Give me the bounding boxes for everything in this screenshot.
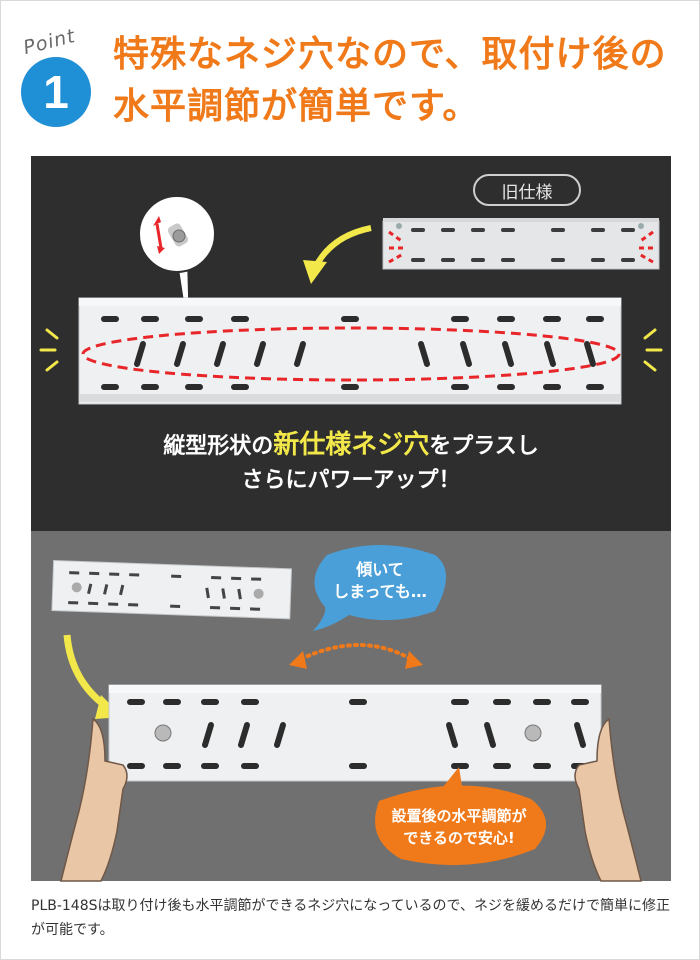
- adjust-bubble-line-1: 設置後の水平調節が: [391, 807, 527, 825]
- tilted-speech-bubble: 傾いて しまっても…: [315, 551, 445, 625]
- blue-bubble-shape: [313, 545, 446, 631]
- held-bracket: [108, 684, 602, 782]
- right-hand-icon: [574, 717, 642, 882]
- headline-line-1: 特殊なネジ穴なので、取付け後の: [113, 34, 667, 75]
- new-spec-illustration: [39, 195, 663, 405]
- caption-highlight: 新仕様ネジ穴: [273, 430, 430, 460]
- adjust-bubble-line-2: できるので安心!: [403, 829, 515, 847]
- new-spec-panel: 旧仕様: [31, 156, 671, 531]
- new-spec-bracket: [78, 297, 622, 405]
- caption-before: 縦型形状の: [163, 434, 274, 459]
- orange-bubble-shape: [375, 785, 547, 866]
- description-text: PLB-148Sは取り付け後も水平調節ができるネジ穴になっているので、ネジを緩め…: [31, 898, 670, 938]
- old-spec-label: 旧仕様: [473, 174, 581, 206]
- point-badge: Point 1: [19, 25, 103, 131]
- new-spec-caption-line-1: 縦型形状の新仕様ネジ穴をプラスし: [31, 428, 671, 464]
- adjust-speech-bubble: 設置後の水平調節が できるので安心!: [369, 785, 549, 871]
- new-spec-caption: 縦型形状の新仕様ネジ穴をプラスし さらにパワーアップ！: [31, 428, 671, 498]
- tilted-bracket: [51, 560, 293, 620]
- point-word: Point: [21, 24, 78, 60]
- adjustment-panel: 傾いて しまっても… 設置後の水平調節が できるので安心!: [31, 531, 671, 882]
- rotation-arrow-icon: [299, 643, 413, 661]
- adjust-bubble-text: 設置後の水平調節が できるので安心!: [369, 805, 549, 849]
- point-number: 1: [21, 57, 91, 127]
- new-spec-caption-line-2: さらにパワーアップ！: [241, 468, 461, 493]
- headline: 特殊なネジ穴なので、取付け後の 水平調節が簡単です。: [113, 29, 693, 133]
- old-spec-bracket: [382, 218, 660, 270]
- headline-line-2: 水平調節が簡単です。: [113, 86, 480, 127]
- tilted-bubble-line-2: しまっても…: [333, 582, 427, 601]
- tilted-bubble-text: 傾いて しまっても…: [315, 559, 445, 603]
- caption-after: をプラスし: [429, 434, 539, 459]
- tilted-bubble-line-1: 傾いて: [356, 560, 404, 579]
- left-hand-icon: [60, 717, 128, 882]
- adjustment-illustration: [51, 545, 642, 882]
